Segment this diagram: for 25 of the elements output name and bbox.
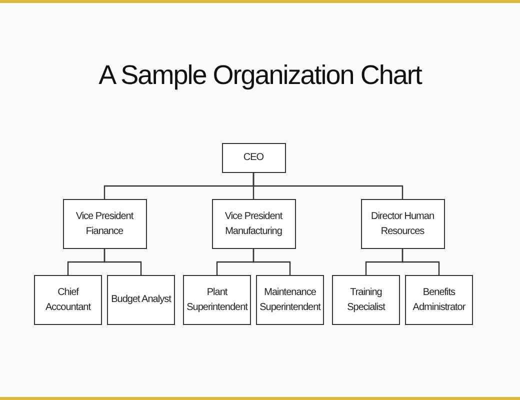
position-title: Director Human Resources xyxy=(370,210,436,239)
position-box xyxy=(183,275,251,325)
position-title: Training Specialist xyxy=(346,286,386,315)
connector-line xyxy=(402,249,440,275)
connector-line xyxy=(104,249,142,275)
chart-title: A Sample Organization Chart xyxy=(98,60,423,91)
position-box xyxy=(360,199,444,249)
position-box xyxy=(34,275,102,325)
position-title: Budget Analyst xyxy=(111,293,171,308)
position-box xyxy=(405,275,473,325)
position-box xyxy=(332,275,400,325)
position-box xyxy=(212,199,296,249)
position-title: Plant Superintendent xyxy=(186,286,248,315)
connector-line xyxy=(252,249,291,275)
connector-line xyxy=(252,173,404,199)
position-title: Maintenance Superintendent xyxy=(260,286,320,315)
position-box xyxy=(222,143,286,173)
position-title: Vice President Fianance xyxy=(74,210,135,239)
position-title: Chief Accountant xyxy=(44,286,92,315)
position-box xyxy=(107,275,175,325)
position-box xyxy=(62,199,146,249)
position-title: Benefits Administrator xyxy=(412,286,466,315)
position-box xyxy=(256,275,324,325)
position-title: CEO xyxy=(243,151,264,166)
position-title: Vice President Manufacturing xyxy=(224,210,284,239)
